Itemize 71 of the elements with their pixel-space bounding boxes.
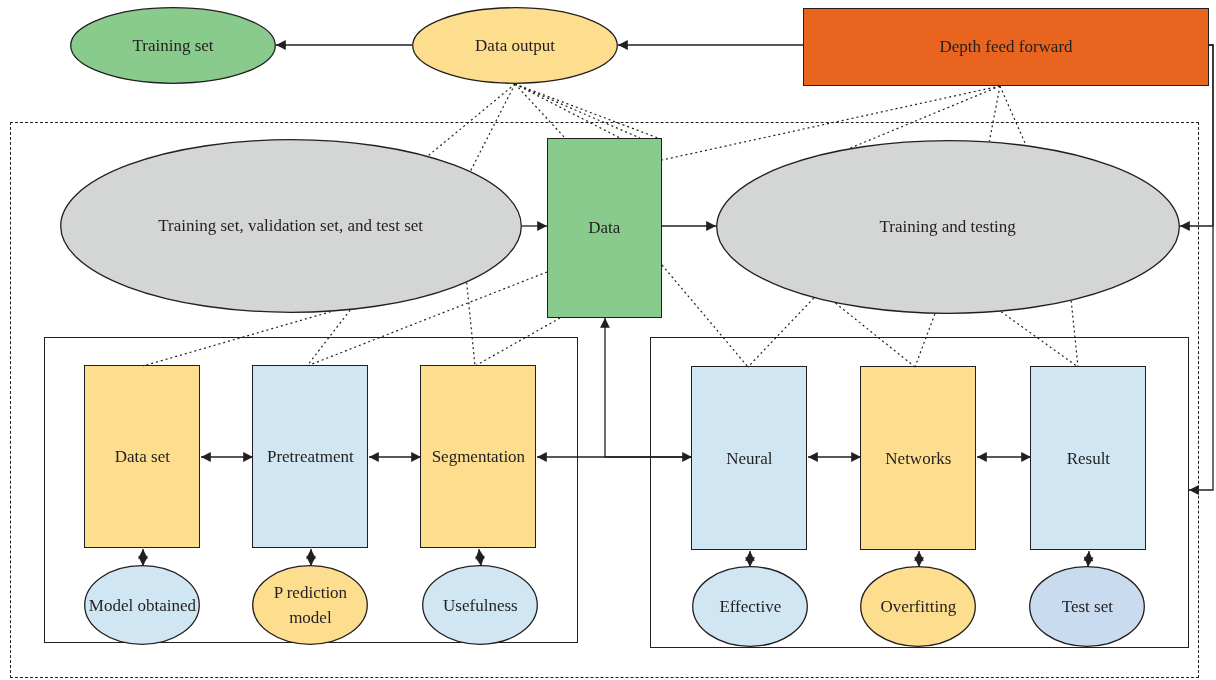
double-arrow bbox=[368, 452, 422, 462]
dotted-connector bbox=[1070, 300, 1079, 368]
arrow bbox=[275, 40, 413, 50]
dotted-connector bbox=[1000, 311, 1079, 368]
node-label: Data bbox=[587, 216, 622, 239]
double-arrow bbox=[200, 452, 254, 462]
double-arrow bbox=[807, 452, 862, 462]
oval-node bbox=[412, 7, 618, 84]
oval-node bbox=[84, 565, 201, 646]
node-label: Model obtained bbox=[87, 594, 197, 617]
process-box bbox=[84, 365, 201, 549]
double-arrow bbox=[745, 550, 755, 568]
process-box bbox=[420, 365, 537, 549]
oval-node bbox=[1029, 566, 1146, 648]
process-box bbox=[1030, 366, 1147, 551]
process-box bbox=[691, 366, 808, 551]
process-box bbox=[803, 8, 1209, 86]
dotted-connector bbox=[474, 317, 561, 367]
oval-node bbox=[860, 566, 977, 648]
oval-node bbox=[252, 565, 369, 646]
double-arrow bbox=[138, 548, 148, 567]
node-label: Data output bbox=[474, 34, 556, 57]
panel-frame bbox=[43, 336, 578, 643]
double-arrow bbox=[914, 550, 924, 568]
process-box bbox=[546, 137, 662, 318]
node-label: Networks bbox=[884, 447, 953, 470]
node-label: Effective bbox=[718, 596, 783, 619]
double-arrow bbox=[475, 548, 485, 567]
dashed-group-frame bbox=[10, 122, 1199, 678]
arrow bbox=[521, 221, 548, 231]
dotted-connector bbox=[306, 271, 548, 367]
node-label: Test set bbox=[1060, 596, 1114, 619]
dotted-connector bbox=[747, 297, 815, 368]
node-label: Pretreatment bbox=[265, 446, 355, 469]
arrow bbox=[617, 40, 804, 50]
oval-node bbox=[692, 566, 809, 648]
node-label: Depth feed forward bbox=[938, 36, 1074, 59]
dotted-connector bbox=[427, 83, 516, 157]
dotted-connector bbox=[914, 313, 936, 368]
oval-node bbox=[70, 7, 276, 84]
arrow bbox=[600, 317, 693, 458]
oval-node bbox=[422, 565, 539, 646]
oval-node bbox=[715, 139, 1180, 314]
process-box bbox=[860, 366, 977, 551]
dotted-connector bbox=[469, 83, 516, 172]
arrow bbox=[1188, 44, 1214, 495]
node-label: Training and testing bbox=[878, 215, 1017, 238]
node-label: Training set, validation set, and test set bbox=[157, 214, 425, 237]
dotted-connector bbox=[988, 85, 1001, 142]
dotted-connector bbox=[466, 281, 476, 367]
dotted-connector bbox=[514, 83, 566, 139]
dotted-connector bbox=[834, 302, 916, 368]
node-label: P rediction model bbox=[272, 581, 349, 630]
double-arrow bbox=[1083, 550, 1094, 568]
node-label: Overfitting bbox=[879, 596, 958, 619]
oval-node bbox=[59, 138, 522, 313]
dotted-connector bbox=[999, 85, 1027, 146]
dotted-connector bbox=[849, 85, 1001, 149]
dotted-connector bbox=[661, 264, 749, 368]
node-label: Segmentation bbox=[430, 446, 527, 469]
process-box bbox=[252, 365, 369, 549]
node-label: Usefulness bbox=[442, 594, 519, 617]
arrow bbox=[661, 221, 717, 231]
double-arrow bbox=[976, 452, 1032, 462]
node-label: Neural bbox=[725, 447, 774, 470]
node-label: Training set bbox=[131, 34, 215, 57]
panel-frame bbox=[649, 336, 1189, 648]
double-arrow bbox=[306, 548, 316, 567]
dotted-connector bbox=[142, 311, 332, 367]
node-label: Result bbox=[1065, 447, 1112, 470]
node-label: Data set bbox=[113, 446, 171, 469]
